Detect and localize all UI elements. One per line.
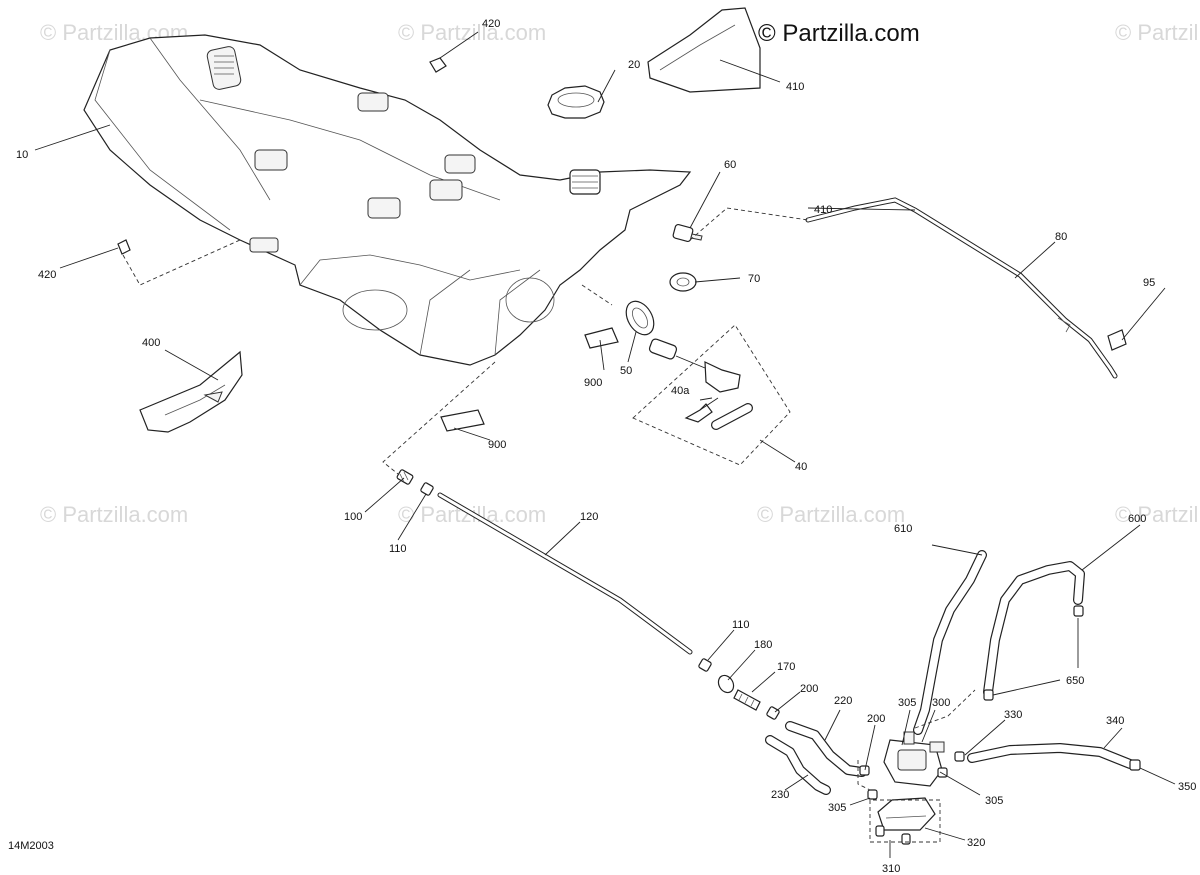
- hose-clamp[interactable]: [698, 658, 712, 672]
- callout-40: 40: [795, 461, 807, 473]
- hose-clamp[interactable]: [1129, 759, 1141, 771]
- regulator-bracket[interactable]: [877, 797, 936, 831]
- callout-labels: 10 20 40 40a 50 60 70 80 95 100 110 110 …: [16, 18, 1196, 875]
- washer[interactable]: [715, 673, 736, 696]
- fuel-hose-610[interactable]: [913, 550, 987, 735]
- callout-50: 50: [620, 365, 632, 377]
- hose-clamp[interactable]: [420, 482, 434, 496]
- fuel-tank[interactable]: [83, 34, 692, 366]
- copyright-notice: © Partzilla.com: [758, 20, 920, 47]
- vent-clip[interactable]: [1107, 329, 1127, 351]
- diagram-code: 14M2003: [8, 840, 54, 852]
- vent-tube[interactable]: [805, 197, 1118, 379]
- grommet[interactable]: [669, 272, 697, 292]
- callout-420-left: 420: [38, 269, 56, 281]
- callout-305-right: 305: [985, 795, 1003, 807]
- hose-clamp[interactable]: [1073, 605, 1084, 617]
- callout-230: 230: [771, 789, 789, 801]
- callout-95: 95: [1143, 277, 1155, 289]
- banjo-bolt[interactable]: [733, 689, 761, 711]
- callout-40a: 40a: [671, 385, 690, 397]
- callout-900-upper: 900: [584, 377, 602, 389]
- hose-clamp[interactable]: [867, 789, 878, 800]
- callout-100: 100: [344, 511, 362, 523]
- fuel-pump-module[interactable]: [648, 338, 753, 430]
- heat-shield[interactable]: [647, 7, 761, 93]
- callout-600: 600: [1128, 513, 1146, 525]
- callout-420-top: 420: [482, 18, 500, 30]
- callout-410-right: 410: [814, 204, 832, 216]
- callout-305-bottom: 305: [828, 802, 846, 814]
- pressure-regulator[interactable]: [883, 731, 945, 787]
- callout-80: 80: [1055, 231, 1067, 243]
- fuel-hose-340[interactable]: [967, 743, 1135, 769]
- callout-170: 170: [777, 661, 795, 673]
- watermark: © Partzilla.com: [1115, 20, 1200, 45]
- callout-120: 120: [580, 511, 598, 523]
- clip-top[interactable]: [429, 57, 447, 73]
- rollover-valve[interactable]: [672, 223, 703, 243]
- fuel-hose-600[interactable]: [983, 561, 1085, 697]
- watermark: © Partzilla.com: [40, 502, 189, 527]
- callout-320: 320: [967, 837, 985, 849]
- callout-200-right: 200: [867, 713, 885, 725]
- screw[interactable]: [875, 825, 885, 837]
- watermark: © Partzilla.com: [757, 502, 906, 527]
- callout-340: 340: [1106, 715, 1124, 727]
- callout-400: 400: [142, 337, 160, 349]
- callout-110-mid: 110: [732, 619, 750, 631]
- watermark: © Partzilla.com: [1115, 502, 1200, 527]
- fuel-hose-230[interactable]: [765, 735, 831, 795]
- watermark: © Partzilla.com: [398, 20, 547, 45]
- fuel-cap[interactable]: [547, 85, 605, 119]
- fuel-hose-220[interactable]: [785, 721, 867, 777]
- fuel-line[interactable]: [437, 492, 693, 655]
- hose-clamp[interactable]: [954, 751, 965, 762]
- callout-20: 20: [628, 59, 640, 71]
- callout-10: 10: [16, 149, 28, 161]
- lock-ring[interactable]: [621, 296, 660, 339]
- callout-410-top: 410: [786, 81, 804, 93]
- hose-clamp[interactable]: [859, 765, 870, 776]
- side-bracket[interactable]: [139, 350, 243, 433]
- callout-220: 220: [834, 695, 852, 707]
- callout-650: 650: [1066, 675, 1084, 687]
- callout-180: 180: [754, 639, 772, 651]
- callout-330: 330: [1004, 709, 1022, 721]
- callout-305-top: 305: [898, 697, 916, 709]
- callout-900-lower: 900: [488, 439, 506, 451]
- leader-lines: [34, 31, 1176, 858]
- callout-60: 60: [724, 159, 736, 171]
- callout-350: 350: [1178, 781, 1196, 793]
- hose-clamp[interactable]: [766, 706, 780, 720]
- callout-310: 310: [882, 863, 900, 875]
- hose-clamp[interactable]: [983, 689, 994, 701]
- callout-300: 300: [932, 697, 950, 709]
- callout-70: 70: [748, 273, 760, 285]
- foam-pad-lower[interactable]: [440, 409, 485, 432]
- callout-610: 610: [894, 523, 912, 535]
- callout-200-left: 200: [800, 683, 818, 695]
- screw[interactable]: [901, 833, 911, 845]
- callout-110-top: 110: [389, 543, 407, 555]
- foam-pad-upper[interactable]: [584, 327, 619, 349]
- fuel-fitting[interactable]: [396, 469, 414, 485]
- clip-left[interactable]: [117, 239, 131, 255]
